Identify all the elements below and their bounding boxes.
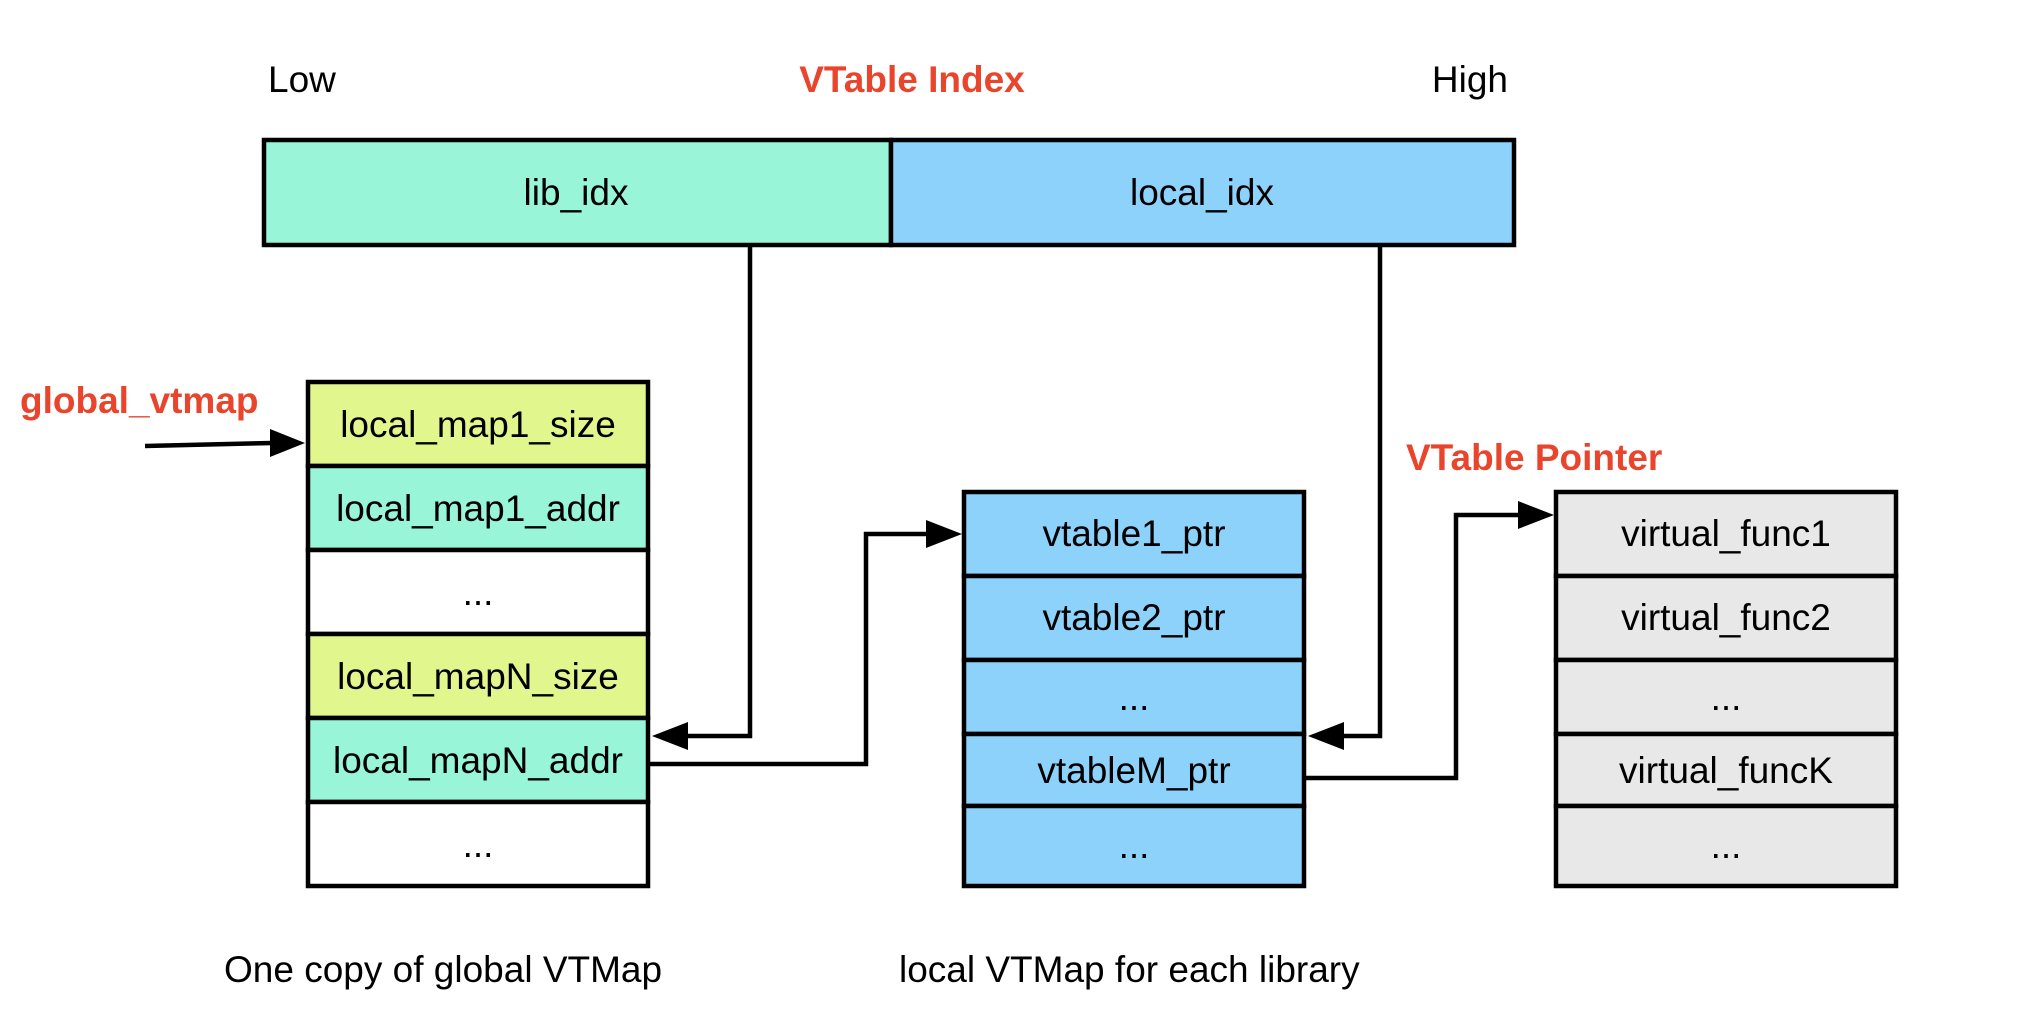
vtable-row-4-label: virtual_funcK bbox=[1619, 750, 1833, 791]
vtable-index-title: VTable Index bbox=[799, 59, 1025, 100]
global-row-1-label: local_map1_size bbox=[340, 404, 616, 445]
global-row-5-label: local_mapN_addr bbox=[333, 740, 623, 781]
vtable-row-3 bbox=[1553, 657, 1899, 737]
arrow-global-to-local-vtmap bbox=[650, 520, 962, 767]
vtable-table: virtual_func1 virtual_func2 ... virtual_… bbox=[1553, 489, 1899, 889]
vtable-row-1-label: virtual_func1 bbox=[1621, 513, 1831, 554]
low-label: Low bbox=[268, 59, 336, 100]
local-idx-label: local_idx bbox=[1130, 172, 1274, 213]
local-row-2 bbox=[961, 573, 1307, 663]
local-row-5-label: ... bbox=[1119, 825, 1150, 866]
vtable-index-bar: lib_idx local_idx bbox=[261, 137, 1517, 248]
local-idx-field bbox=[888, 137, 1517, 248]
global-vtmap-table: local_map1_size local_map1_addr ... loca… bbox=[305, 379, 651, 889]
global-row-3-label: ... bbox=[463, 572, 494, 613]
local-row-4-label: vtableM_ptr bbox=[1037, 750, 1230, 791]
vtable-pointer-label: VTable Pointer bbox=[1406, 437, 1662, 478]
local-row-4 bbox=[961, 731, 1307, 809]
arrow-local-vtmap-to-vtable bbox=[1306, 501, 1554, 781]
arrow-global-vtmap-pointer bbox=[144, 429, 305, 457]
global-row-2 bbox=[305, 463, 651, 553]
lib-idx-label: lib_idx bbox=[524, 172, 629, 213]
local-row-3 bbox=[961, 657, 1307, 737]
local-row-5 bbox=[961, 803, 1307, 889]
local-row-1-label: vtable1_ptr bbox=[1042, 513, 1225, 554]
arrow-lib-idx-to-global bbox=[652, 247, 753, 750]
vtable-row-4 bbox=[1553, 731, 1899, 809]
vtable-row-5 bbox=[1553, 803, 1899, 889]
global-row-4 bbox=[305, 631, 651, 721]
global-row-6 bbox=[305, 799, 651, 889]
vtable-row-1 bbox=[1553, 489, 1899, 579]
global-row-2-label: local_map1_addr bbox=[336, 488, 620, 529]
local-row-2-label: vtable2_ptr bbox=[1042, 597, 1225, 638]
high-label: High bbox=[1432, 59, 1508, 100]
local-row-3-label: ... bbox=[1119, 677, 1150, 718]
global-row-4-label: local_mapN_size bbox=[337, 656, 619, 697]
vtable-row-5-label: ... bbox=[1711, 825, 1742, 866]
vtable-row-3-label: ... bbox=[1711, 677, 1742, 718]
local-vtmap-caption: local VTMap for each library bbox=[899, 949, 1360, 990]
global-row-6-label: ... bbox=[463, 824, 494, 865]
arrow-local-idx-to-local-vtmap bbox=[1308, 247, 1383, 750]
lib-idx-field bbox=[261, 137, 894, 248]
vtable-row-2-label: virtual_func2 bbox=[1621, 597, 1831, 638]
global-vtmap-caption: One copy of global VTMap bbox=[224, 949, 662, 990]
local-vtmap-table: vtable1_ptr vtable2_ptr ... vtableM_ptr … bbox=[961, 489, 1307, 889]
global-vtmap-label: global_vtmap bbox=[20, 380, 259, 421]
